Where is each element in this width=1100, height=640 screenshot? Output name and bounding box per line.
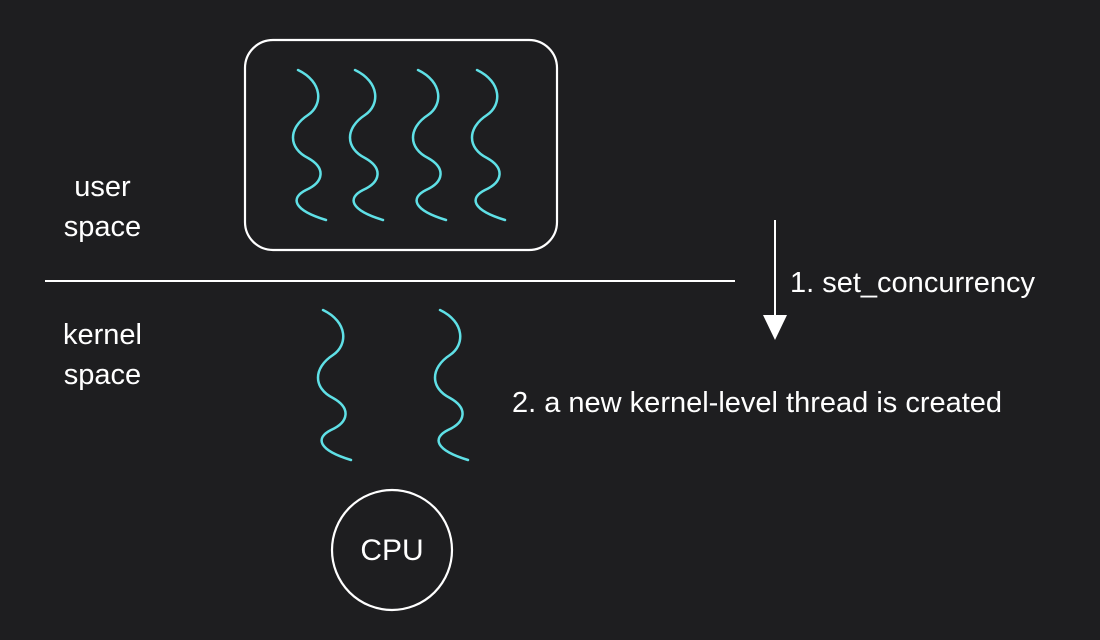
kernel-space-label: kernel space <box>40 315 165 395</box>
kernel-space-label-line-2: space <box>63 359 142 391</box>
kernel-space-label-line-1: kernel <box>63 319 142 351</box>
kernel-thread-1-icon <box>316 308 353 462</box>
user-thread-2-icon <box>348 68 385 222</box>
user-threads-group <box>291 68 507 222</box>
user-thread-4-icon <box>470 68 507 222</box>
user-thread-3-icon <box>411 68 448 222</box>
cpu-circle <box>330 488 454 612</box>
user-process-box <box>243 38 559 252</box>
arrow-down-icon <box>763 220 787 340</box>
kernel-thread-2-icon <box>433 308 470 462</box>
cpu-label: CPU <box>360 534 424 567</box>
step-1-label: 1. set_concurrency <box>790 267 1036 299</box>
user-space-label-line-1: user <box>74 171 131 203</box>
user-space-label: user space <box>40 167 165 247</box>
user-space-label-line-2: space <box>63 211 142 243</box>
kernel-threads-group <box>316 308 470 462</box>
step-2-label: 2. a new kernel-level thread is created <box>512 387 1003 419</box>
user-thread-1-icon <box>291 68 328 222</box>
